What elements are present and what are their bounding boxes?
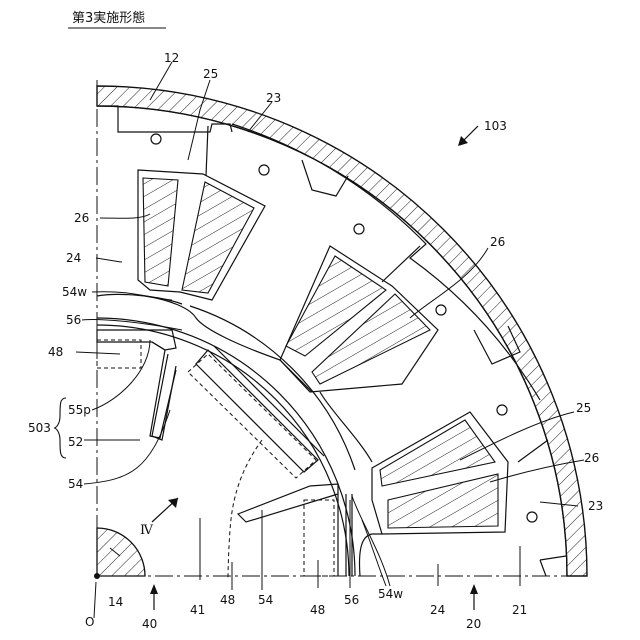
label-26-left: 26 (74, 211, 89, 225)
tooth-tip-2 (320, 392, 372, 462)
label-12: 12 (164, 51, 179, 65)
label-503: 503 (28, 421, 51, 435)
label-48-bottom-left: 48 (220, 593, 235, 607)
label-14: 14 (108, 595, 123, 609)
bolt-hole-1 (151, 134, 161, 144)
label-52: 52 (68, 435, 83, 449)
label-48-left: 48 (48, 345, 63, 359)
magnet-26-c (388, 474, 498, 528)
stator-tooth-notch-3 (540, 556, 566, 576)
bolt-hole-3 (354, 224, 364, 234)
label-IV: Ⅳ (140, 523, 154, 538)
label-O: O (85, 615, 94, 629)
bolt-hole-5 (497, 405, 507, 415)
label-54-bottom: 54 (258, 593, 273, 607)
label-21: 21 (512, 603, 527, 617)
rotor-bar-54-diagonal (196, 350, 318, 472)
label-54-left: 54 (68, 477, 83, 491)
label-23-top: 23 (266, 91, 281, 105)
label-56-left: 56 (66, 313, 81, 327)
magnet-25-a (182, 182, 254, 293)
rotor-outer-arc-2 (97, 325, 349, 576)
arrow-40-head (150, 584, 158, 594)
label-103: 103 (484, 119, 507, 133)
rotor-arm-54-bottom (238, 484, 338, 522)
hidden-boundary-41 (228, 440, 262, 580)
stator-split-line-3 (206, 126, 208, 176)
label-55p: 55p (68, 403, 91, 417)
stator-split-line-2 (518, 440, 548, 462)
label-26-middle: 26 (490, 235, 505, 249)
label-54w-bottom: 54w (378, 587, 403, 601)
rotor-outer-arc (97, 318, 355, 576)
bolt-hole-4 (436, 305, 446, 315)
bolt-hole-2 (259, 165, 269, 175)
magnet-26-a (143, 178, 178, 286)
rotor-bar-54-diagonal-inner (214, 346, 324, 456)
rotor-plate-52 (97, 330, 176, 350)
label-24-bottom: 24 (430, 603, 445, 617)
bolt-hole-6 (527, 512, 537, 522)
origin-point (94, 573, 100, 579)
figure-heading: 第3実施形態 (72, 10, 145, 26)
shaft-quarter-14 (97, 528, 145, 576)
label-26-right: 26 (584, 451, 599, 465)
label-23-right: 23 (588, 499, 603, 513)
label-20: 20 (466, 617, 481, 631)
label-56-bottom: 56 (344, 593, 359, 607)
label-48-bottom-right: 48 (310, 603, 325, 617)
stator-split-line-1 (382, 246, 420, 282)
label-54w-left: 54w (62, 285, 87, 299)
hidden-part-48-bottom (304, 500, 334, 576)
arrow-20-head (470, 584, 478, 594)
label-41: 41 (190, 603, 205, 617)
label-25-right: 25 (576, 401, 591, 415)
label-24-left: 24 (66, 251, 81, 265)
bracket-503 (54, 398, 66, 458)
label-40: 40 (142, 617, 157, 631)
label-25-top: 25 (203, 67, 218, 81)
